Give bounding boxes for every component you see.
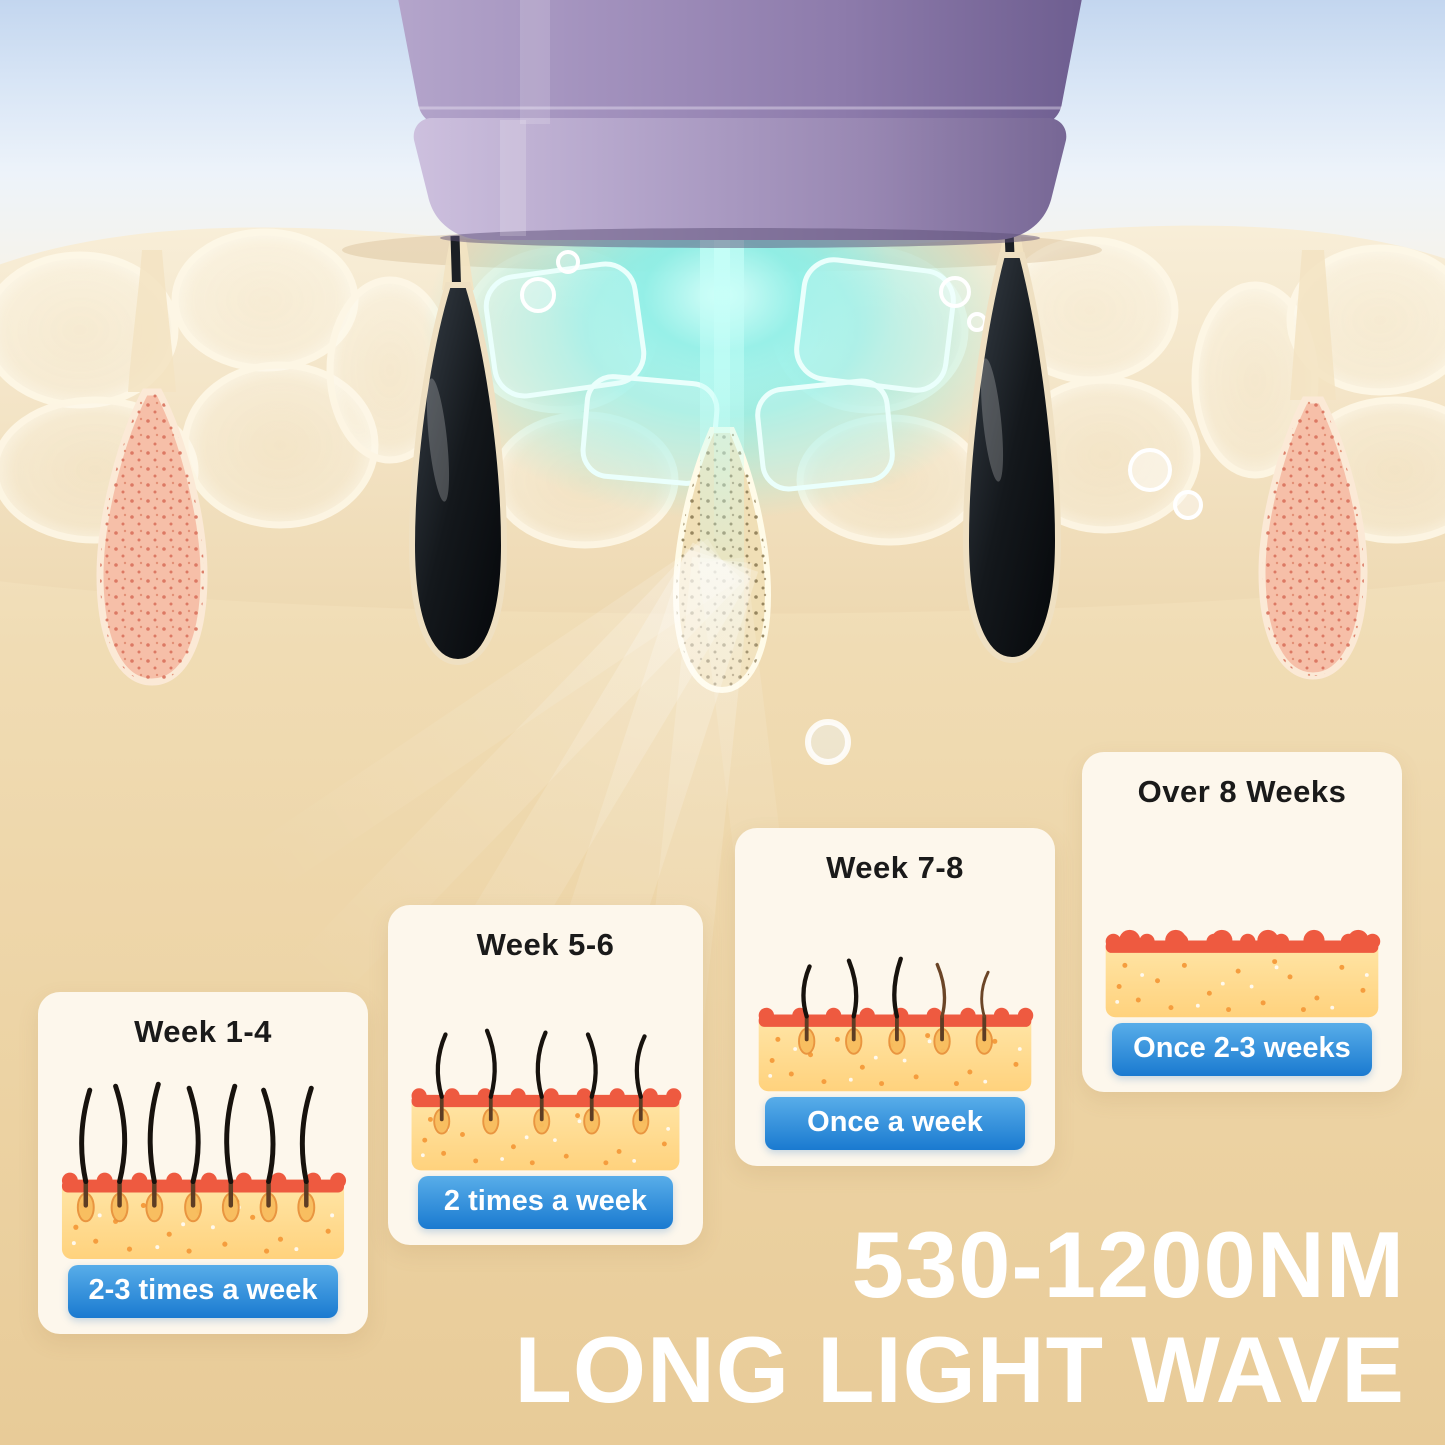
- hair-roots: [83, 1179, 309, 1208]
- frequency-badge: Once a week: [765, 1097, 1025, 1150]
- card-title: Week 1-4: [134, 1014, 272, 1049]
- frequency-badge: 2 times a week: [418, 1176, 673, 1229]
- hairs: [79, 1081, 314, 1185]
- frequency-badge: Once 2-3 weeks: [1112, 1023, 1372, 1076]
- timeline-card-week-5-6: Week 5-6 2 times a week: [388, 905, 703, 1245]
- card-title: Week 5-6: [476, 927, 615, 962]
- hair-density-illustration-week-7-8: [758, 956, 1034, 1092]
- hair-density-illustration-week-5-6: [411, 1028, 682, 1171]
- wavelength-headline: 530-1200NM LONG LIGHT WAVE: [514, 1212, 1405, 1423]
- hair-roots: [804, 1014, 987, 1042]
- timeline-card-week-7-8: Week 7-8 Once a week: [735, 828, 1055, 1166]
- wavelength-line1: 530-1200NM: [851, 1212, 1405, 1317]
- follicle-pink-left: [96, 250, 208, 686]
- card-title: Week 7-8: [826, 850, 964, 885]
- hairs: [435, 1028, 647, 1099]
- hairs: [801, 956, 990, 1019]
- card-title: Over 8 Weeks: [1137, 774, 1347, 809]
- wavelength-line2: LONG LIGHT WAVE: [514, 1317, 1405, 1423]
- water-droplet: [805, 719, 851, 765]
- bubbles: [520, 250, 1203, 520]
- hair-density-illustration-week-1-4: [61, 1081, 347, 1260]
- timeline-card-over-8-weeks: Over 8 Weeks Once 2-3 weeks: [1082, 752, 1402, 1092]
- frequency-badge: 2-3 times a week: [68, 1265, 338, 1318]
- hair-free-skin-illustration: [1105, 929, 1381, 1018]
- follicle-pink-right: [1258, 250, 1368, 680]
- timeline-card-week-1-4: Week 1-4 2-3 times a week: [38, 992, 368, 1334]
- closed-follicle-bumps: [1119, 929, 1369, 951]
- ice-cubes: [483, 257, 956, 492]
- ipl-device: [398, 0, 1082, 248]
- hair-roots: [439, 1094, 643, 1122]
- follicle-dark-right: [962, 229, 1062, 664]
- follicle-dark-left: [408, 235, 508, 666]
